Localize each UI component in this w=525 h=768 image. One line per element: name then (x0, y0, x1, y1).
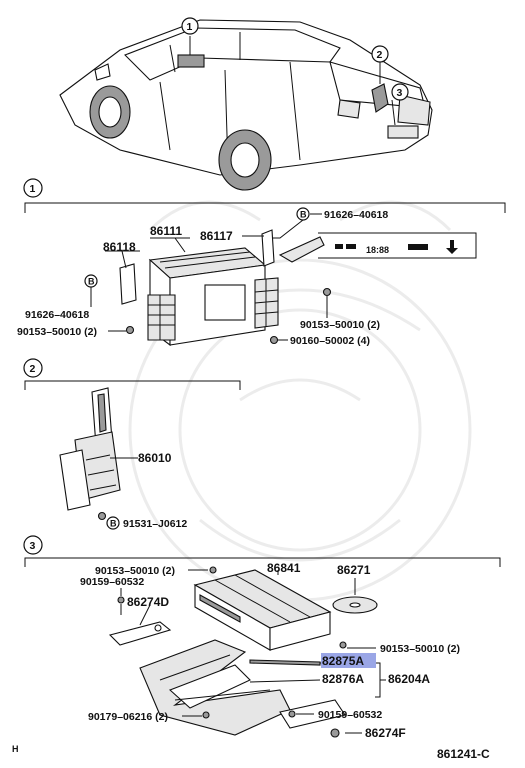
label-86274f: 86274F (365, 726, 406, 740)
part-86274d-bracket (108, 621, 172, 646)
bolt-marker-b: B (110, 519, 117, 529)
bolt-marker-b-icon (106, 516, 120, 530)
part-82875a-cable (249, 659, 321, 666)
bolt-icon (125, 325, 135, 335)
callout-3-label: 3 (397, 87, 403, 99)
label-82876a: 82876A (322, 672, 364, 686)
label-86841: 86841 (267, 561, 301, 575)
bolt-marker-b: B (300, 210, 307, 220)
label-90179-06216: 90179–06216 (2) (88, 711, 168, 723)
section-3-number: 3 (30, 540, 36, 552)
bolt-icon (269, 335, 279, 345)
callout-3-car (391, 83, 409, 101)
display-clock-readout: 18:88 (366, 245, 389, 255)
label-86271: 86271 (337, 563, 371, 577)
label-90159-60532-bottom: 90159–60532 (318, 709, 382, 721)
part-86010-bracket-assembly (59, 387, 121, 511)
section-3-marker (23, 535, 43, 555)
bolt-icon (97, 511, 107, 521)
callout-2-car (371, 45, 389, 63)
label-86111: 86111 (150, 224, 182, 238)
label-82875a: 82875A (322, 654, 364, 668)
label-91626-40618-left: 91626–40618 (25, 309, 89, 321)
label-86010: 86010 (138, 451, 172, 465)
bolt-icon (322, 287, 332, 297)
part-86204a-bracket (139, 639, 291, 736)
part-86271-cd-disc (332, 596, 378, 614)
label-86204a: 86204A (388, 672, 430, 686)
section-1-marker (23, 178, 43, 198)
highlight-82875a (321, 653, 376, 668)
part-86118-bracket (119, 263, 137, 305)
section-3: 3 (23, 535, 501, 740)
bolt-icon (288, 710, 296, 718)
label-90160-50002: 90160–50002 (4) (290, 335, 370, 347)
section-1: 1 18:88 (17, 178, 506, 347)
label-90153-50010-top: 90153–50010 (2) (95, 565, 175, 577)
section-2: 2 B 86010 91531–J0612 (23, 358, 241, 530)
section-2-number: 2 (30, 363, 36, 375)
label-86274d: 86274D (127, 595, 169, 609)
callout-1-car (181, 17, 199, 35)
callout-1-label: 1 (187, 21, 193, 33)
diagram-id: 861241-C (437, 747, 490, 761)
label-90153-50010-right: 90153–50010 (2) (380, 643, 460, 655)
label-90159-60532-top: 90159–60532 (80, 576, 144, 588)
bolt-icon (209, 566, 217, 574)
label-86118: 86118 (103, 240, 136, 254)
label-86117: 86117 (200, 229, 233, 243)
vehicle-illustration: 1 2 3 (59, 17, 433, 191)
part-86841-cd-changer (193, 569, 332, 651)
bolt-hole-icon (154, 624, 162, 632)
label-91531-j0612: 91531–J0612 (123, 518, 187, 530)
section-1-number: 1 (30, 183, 36, 195)
display-panel: 18:88 (318, 232, 477, 259)
section-2-marker (23, 358, 43, 378)
callout-2-label: 2 (377, 49, 383, 61)
bolt-icon (339, 641, 347, 649)
bolt-icon (117, 596, 125, 604)
label-90153-50010-left: 90153–50010 (2) (17, 326, 97, 338)
bolt-icon (330, 728, 340, 738)
label-90153-50010-right: 90153–50010 (2) (300, 319, 380, 331)
corner-mark: H (12, 744, 19, 754)
bolt-icon (202, 711, 210, 719)
part-86111-head-unit (147, 247, 279, 347)
part-86117-bracket (261, 229, 275, 267)
bolt-marker-b: B (88, 277, 95, 287)
view-arrow (278, 236, 325, 263)
label-91626-40618-top: 91626–40618 (324, 209, 388, 221)
